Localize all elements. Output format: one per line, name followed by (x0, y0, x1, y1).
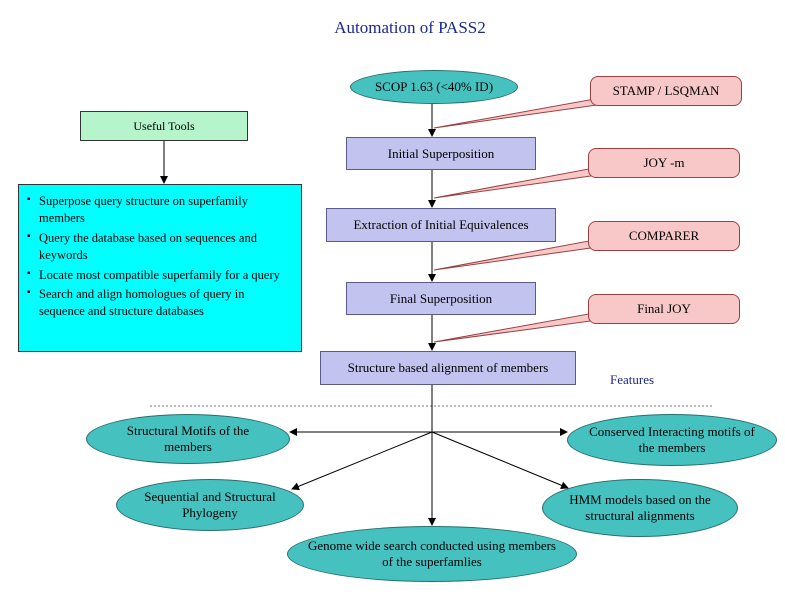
step-final-superposition: Final Superposition (346, 282, 536, 315)
callout-pointer-3 (433, 239, 599, 271)
useful-tool-item: Superpose query structure on superfamily… (27, 193, 293, 227)
useful-tool-item: Locate most compatible superfamily for a… (27, 267, 293, 284)
step-initial-equivalences: Extraction of Initial Equivalences (326, 208, 556, 242)
start-node: SCOP 1.63 (<40% ID) (350, 70, 518, 104)
callout-comparer: COMPARER (588, 221, 740, 251)
callout-pointer-4 (433, 312, 599, 343)
feature-phylogeny: Sequential and Structural Phylogeny (116, 479, 304, 531)
callout-pointer-2 (433, 167, 599, 199)
step-initial-superposition: Initial Superposition (346, 137, 536, 170)
feature-interacting-motifs: Conserved Interacting motifs of the memb… (567, 414, 777, 466)
feature-hmm-models: HMM models based on the structural align… (542, 479, 738, 537)
features-label: Features (610, 372, 655, 387)
useful-tools-list: Superpose query structure on superfamily… (18, 184, 302, 352)
useful-tool-item: Search and align homologues of query in … (27, 286, 293, 320)
feature-structural-motifs: Structural Motifs of the members (86, 414, 290, 464)
useful-tool-item: Query the database based on sequences an… (27, 230, 293, 264)
feature-genome-search: Genome wide search conducted using membe… (287, 526, 577, 582)
callout-stamp-lsqman: STAMP / LSQMAN (590, 76, 742, 106)
callout-joy-m: JOY -m (588, 148, 740, 178)
useful-tools-title: Useful Tools (80, 111, 248, 141)
arrow-to-feature-lower-right (431, 431, 569, 490)
callout-final-joy: Final JOY (588, 294, 740, 324)
step-structure-alignment: Structure based alignment of members (320, 351, 576, 385)
diagram-title: Automation of PASS2 (334, 18, 486, 37)
arrow-to-feature-lower-left (291, 431, 433, 491)
